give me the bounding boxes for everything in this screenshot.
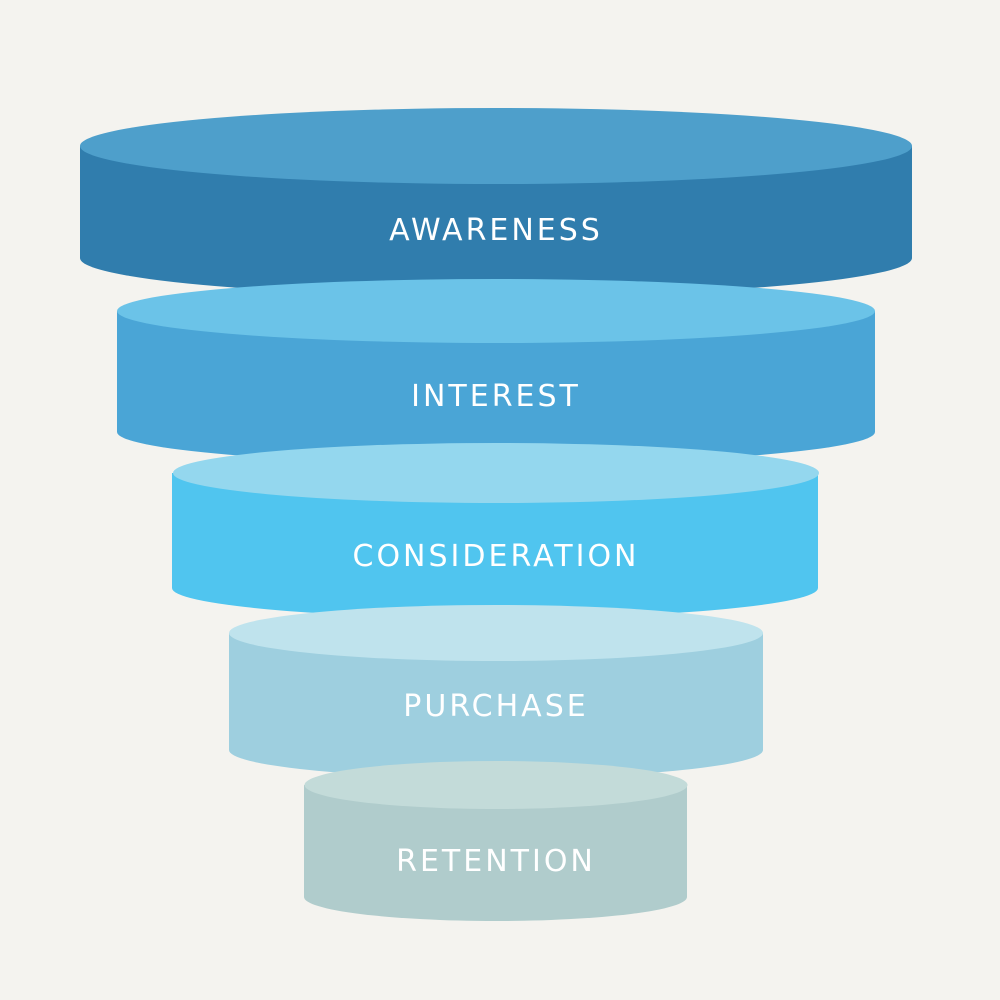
- funnel-layer-top-interest: [117, 279, 875, 343]
- funnel-label-retention: RETENTION: [396, 844, 596, 879]
- funnel-layer-top-consideration: [173, 443, 819, 503]
- funnel-layer-side-retention: [304, 785, 687, 921]
- funnel-layer-purchase: PURCHASE: [229, 605, 763, 778]
- funnel-layer-side-purchase: [229, 633, 763, 778]
- funnel-layer-consideration: CONSIDERATION: [172, 443, 819, 618]
- funnel-layer-side-interest: [117, 311, 875, 464]
- funnel-layer-top-purchase: [229, 605, 763, 661]
- funnel-layer-side-consideration: [172, 473, 818, 618]
- funnel-label-awareness: AWARENESS: [389, 213, 603, 248]
- funnel-layer-side-awareness: [80, 146, 912, 296]
- funnel-layer-retention: RETENTION: [304, 761, 688, 921]
- funnel-label-purchase: PURCHASE: [403, 689, 588, 724]
- funnel-label-interest: INTEREST: [411, 379, 581, 414]
- funnel-layer-top-awareness: [80, 108, 912, 184]
- funnel-layer-awareness: AWARENESS: [80, 108, 912, 296]
- funnel-layer-interest: INTEREST: [117, 279, 875, 464]
- funnel-label-consideration: CONSIDERATION: [353, 539, 640, 574]
- funnel-layer-top-retention: [304, 761, 688, 809]
- funnel-layers: AWARENESS INTEREST CONSIDERATION PURCHASE RE…: [80, 108, 912, 921]
